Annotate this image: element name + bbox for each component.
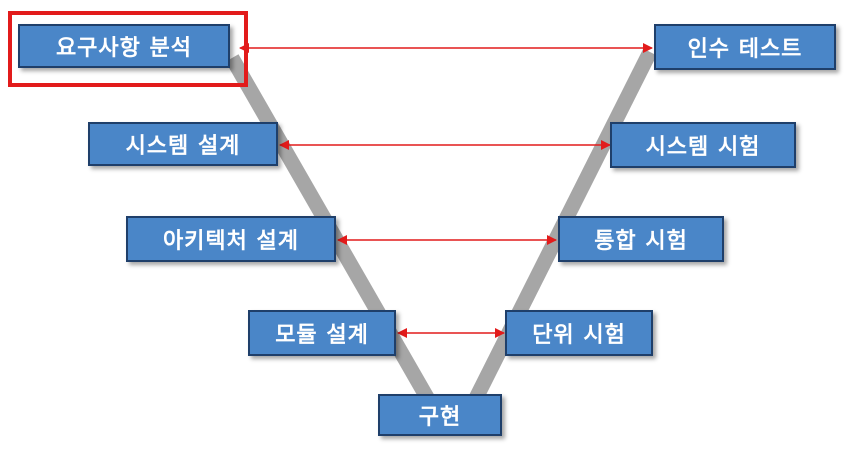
highlight-requirements-analysis xyxy=(8,11,248,87)
box-system-test: 시스템 시험 xyxy=(610,122,796,168)
box-architecture-design: 아키텍처 설계 xyxy=(126,216,336,262)
box-acceptance-test: 인수 테스트 xyxy=(654,24,836,70)
box-module-design: 모듈 설계 xyxy=(248,310,396,356)
v-left-path xyxy=(225,54,447,424)
box-integration-test: 통합 시험 xyxy=(558,216,724,262)
v-right-path xyxy=(458,48,657,424)
box-requirements-analysis: 요구사항 분석 xyxy=(18,24,230,68)
box-system-design: 시스템 설계 xyxy=(88,122,278,166)
box-unit-test: 단위 시험 xyxy=(505,310,653,356)
box-implementation: 구현 xyxy=(378,394,502,436)
